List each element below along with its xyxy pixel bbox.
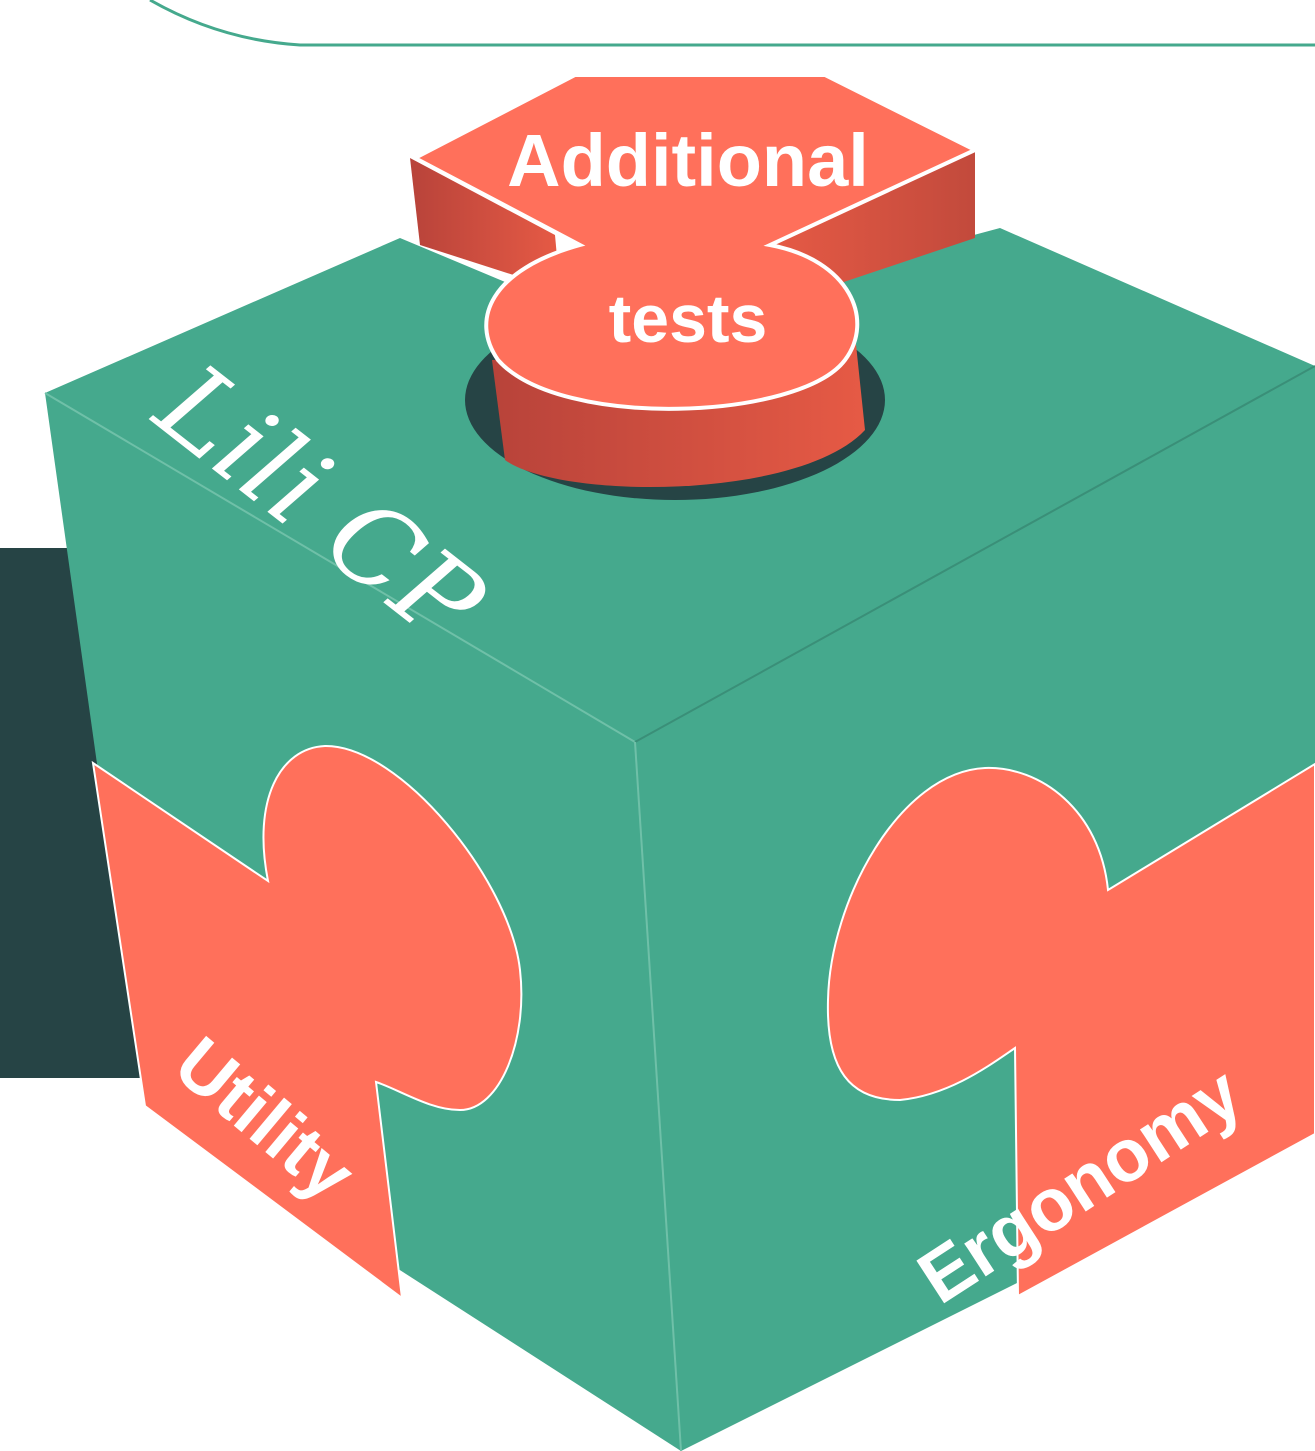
cube-edge-vertical <box>634 741 682 1451</box>
top-piece-label-line2: tests <box>609 281 768 357</box>
right-face-puzzle-piece <box>826 762 1315 1298</box>
cube-edge-top-right <box>634 365 1315 743</box>
top-banner-outline <box>149 0 1315 47</box>
cube-edge-top-left <box>44 392 636 743</box>
top-puzzle-piece <box>410 73 980 411</box>
left-face-puzzle-piece <box>91 744 523 1301</box>
top-piece-label-line1: Additional <box>507 119 869 202</box>
top-piece-left-wall <box>410 158 560 290</box>
